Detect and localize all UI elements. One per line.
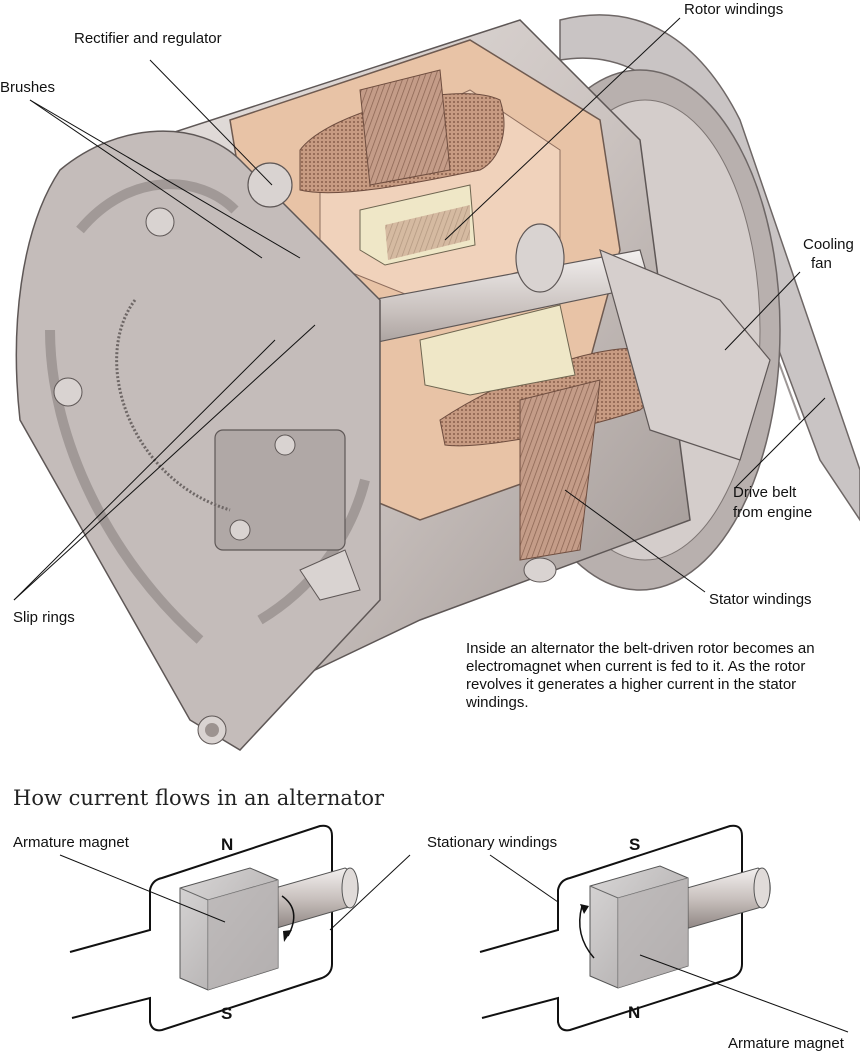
regulator [247,162,293,208]
label-rectifier-regulator: Rectifier and regulator [74,30,222,47]
right-bottom-pole: N [628,1003,641,1022]
section-title: How current flows in an alternator [13,786,385,810]
right-top-pole: S [629,835,641,854]
right-armature-label: Armature magnet [728,1035,844,1052]
left-armature-label: Armature magnet [13,834,129,851]
label-drive-belt-2: from engine [733,504,813,521]
label-cooling-fan-1: Cooling [803,236,854,253]
cooling-fan [599,248,771,461]
right-diagram [479,824,849,1033]
stator-winding-band [519,379,601,561]
label-slip-rings: Slip rings [13,609,75,626]
label-cooling-fan-2: fan [811,255,832,272]
caption: Inside an alternator the belt-driven rot… [466,640,815,711]
label-stator-windings: Stator windings [709,591,812,608]
left-top-pole: N [221,835,234,854]
left-diagram [59,824,411,1032]
label-drive-belt-1: Drive belt [733,484,797,501]
left-bottom-pole: S [221,1004,233,1023]
label-rotor-windings: Rotor windings [684,1,784,18]
rectifier [214,429,346,551]
rotor-pole-bottom [419,304,576,396]
label-brushes: Brushes [0,79,56,96]
right-windings-label: Stationary windings [427,834,558,851]
